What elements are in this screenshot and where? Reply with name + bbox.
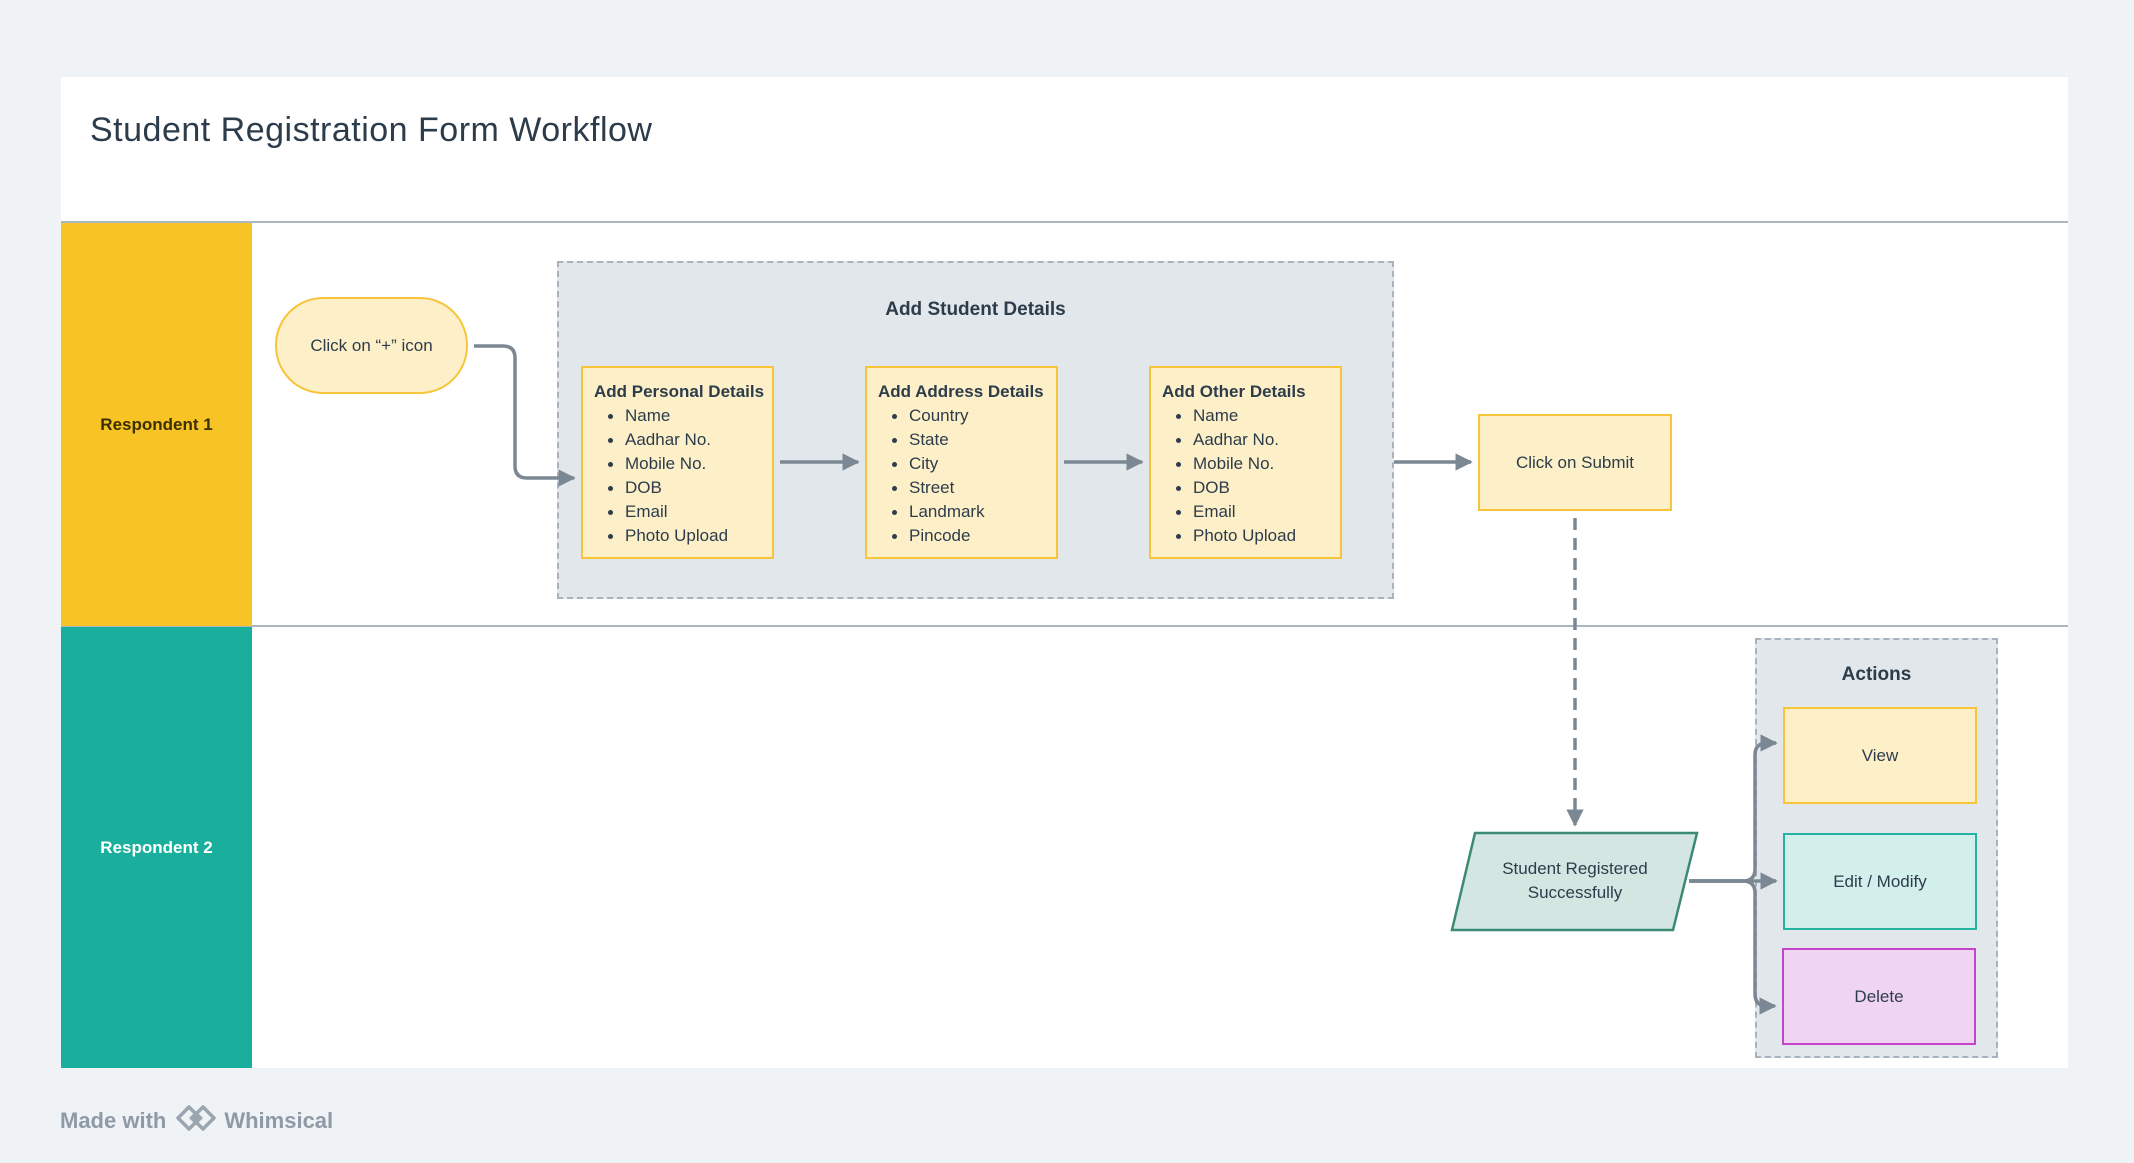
list-item: DOB	[608, 476, 772, 500]
group-title: Actions	[1841, 664, 1912, 685]
other-details-list: Name Aadhar No. Mobile No. DOB Email Pho…	[1162, 404, 1340, 548]
node-label: Click on Submit	[1515, 452, 1635, 472]
list-item: Name	[608, 404, 772, 428]
list-item: Photo Upload	[608, 524, 772, 548]
lane-divider-top	[61, 221, 2068, 223]
action-view-button[interactable]: View	[1783, 707, 1977, 804]
list-item: City	[892, 452, 1056, 476]
list-item: Name	[1176, 404, 1340, 428]
action-label: View	[1861, 745, 1899, 765]
connector-start-to-personal	[474, 344, 576, 487]
lane-divider-middle	[61, 625, 2068, 627]
footer-brand-text: Whimsical	[224, 1108, 334, 1133]
node-click-on-submit[interactable]: Click on Submit	[1478, 414, 1672, 511]
box-add-other-details[interactable]: Add Other Details Name Aadhar No. Mobile…	[1149, 366, 1342, 559]
list-item: Pincode	[892, 524, 1056, 548]
node-student-registered-successfully[interactable]: Student Registered Successfully	[1470, 848, 1680, 914]
list-item: Aadhar No.	[1176, 428, 1340, 452]
list-item: Landmark	[892, 500, 1056, 524]
whimsical-logo-icon	[174, 1103, 218, 1139]
list-item: State	[892, 428, 1056, 452]
list-item: Mobile No.	[608, 452, 772, 476]
box-add-address-details[interactable]: Add Address Details Country State City S…	[865, 366, 1058, 559]
node-student-registered-shape	[1450, 831, 1699, 932]
footer-made-with-whimsical[interactable]: Made with Whimsical	[60, 1103, 333, 1139]
action-label: Edit / Modify	[1833, 871, 1927, 891]
list-item: Mobile No.	[1176, 452, 1340, 476]
list-item: Aadhar No.	[608, 428, 772, 452]
list-item: Email	[1176, 500, 1340, 524]
start-node-click-plus-icon[interactable]: Click on “+” icon	[275, 297, 468, 394]
box-title: Add Other Details	[1162, 382, 1306, 401]
lane-label: Respondent 1	[100, 414, 213, 434]
personal-details-list: Name Aadhar No. Mobile No. DOB Email Pho…	[594, 404, 772, 548]
list-item: Street	[892, 476, 1056, 500]
box-title: Add Personal Details	[594, 382, 765, 401]
box-add-personal-details[interactable]: Add Personal Details Name Aadhar No. Mob…	[581, 366, 774, 559]
node-label: Click on “+” icon	[310, 335, 433, 355]
group-title: Add Student Details	[885, 299, 1066, 320]
list-item: Photo Upload	[1176, 524, 1340, 548]
list-item: Country	[892, 404, 1056, 428]
action-label: Delete	[1854, 986, 1904, 1006]
diagram-title: Student Registration Form Workflow	[90, 111, 653, 149]
lane-label: Respondent 2	[100, 837, 213, 857]
connector-registered-to-delete	[1689, 879, 1777, 1015]
node-label-line-2: Successfully	[1527, 883, 1623, 902]
action-delete-button[interactable]: Delete	[1782, 948, 1976, 1045]
list-item: DOB	[1176, 476, 1340, 500]
address-details-list: Country State City Street Landmark Pinco…	[878, 404, 1056, 548]
diagram-canvas: Student Registration Form Workflow Respo…	[61, 77, 2068, 1068]
box-title: Add Address Details	[878, 382, 1044, 401]
connector-registered-to-view	[1689, 734, 1778, 883]
node-label-line-1: Student Registered	[1502, 859, 1648, 878]
footer-made-with-text: Made with	[60, 1108, 167, 1133]
lane-header-respondent-2: Respondent 2	[61, 627, 252, 1068]
lane-header-respondent-1: Respondent 1	[61, 223, 252, 626]
list-item: Email	[608, 500, 772, 524]
action-edit-modify-button[interactable]: Edit / Modify	[1783, 833, 1977, 930]
